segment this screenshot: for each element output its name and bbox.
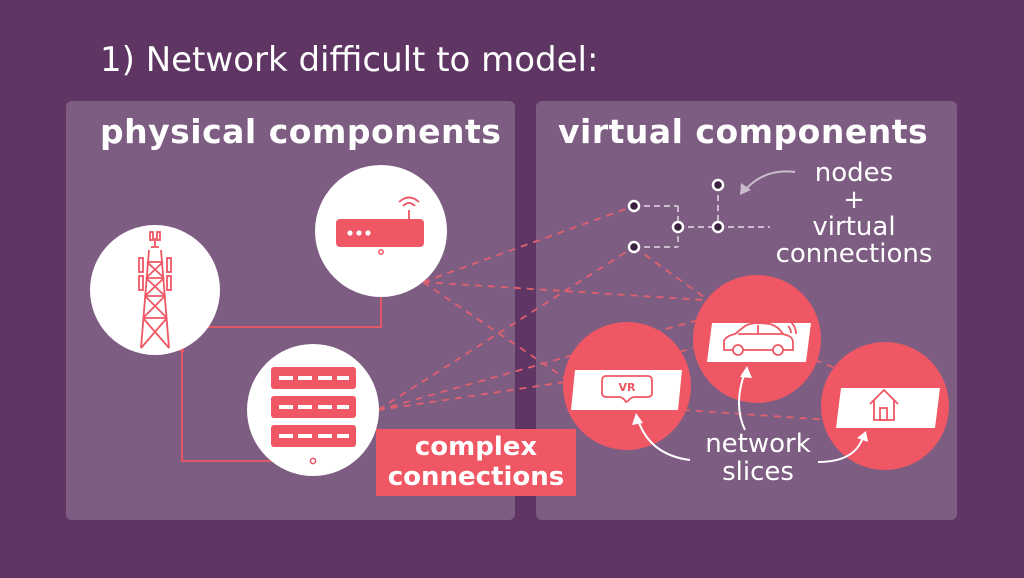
complex-line-2: connections <box>387 462 565 492</box>
slices-line-1: network <box>705 429 811 459</box>
network-slices-annotation: network slices <box>698 430 818 486</box>
cell-tower-node <box>90 225 220 355</box>
virtual-panel-title: virtual components <box>558 112 929 151</box>
nodes-annotation: nodes + virtual connections <box>770 160 938 268</box>
nodes-pointer-arrow <box>744 170 796 191</box>
nodes-line-1: nodes <box>814 158 894 188</box>
slide-title: 1) Network difficult to model: <box>100 40 599 80</box>
slice-pointer-arrows <box>637 371 864 463</box>
nodes-line-4: connections <box>775 239 933 269</box>
nodes-line-3: virtual <box>812 212 896 242</box>
wifi-router-icon <box>336 196 424 255</box>
slices-line-2: slices <box>722 457 794 487</box>
complex-connections-box <box>376 429 576 496</box>
vr-badge-label: VR <box>619 381 637 394</box>
car-slice-node <box>693 275 821 403</box>
slice-pointer-arrowheads <box>632 366 868 442</box>
complex-line-1: complex <box>414 432 538 462</box>
router-node <box>315 165 447 297</box>
physical-panel-title: physical components <box>100 112 502 151</box>
car-icon <box>723 321 797 356</box>
home-slice-node <box>821 342 949 470</box>
virtual-nodes <box>627 178 725 254</box>
nodes-line-2: + <box>843 185 865 215</box>
house-icon <box>869 376 899 421</box>
vr-slice-node: VR <box>563 322 691 450</box>
nodes-pointer-arrowhead <box>740 183 751 195</box>
server-node <box>247 344 379 476</box>
vr-headset-icon <box>601 375 653 404</box>
server-rack-icon <box>271 367 356 465</box>
virtual-node-graph <box>634 185 770 248</box>
cell-tower-icon <box>138 231 172 349</box>
complex-connections-label: complex connections <box>376 432 576 492</box>
